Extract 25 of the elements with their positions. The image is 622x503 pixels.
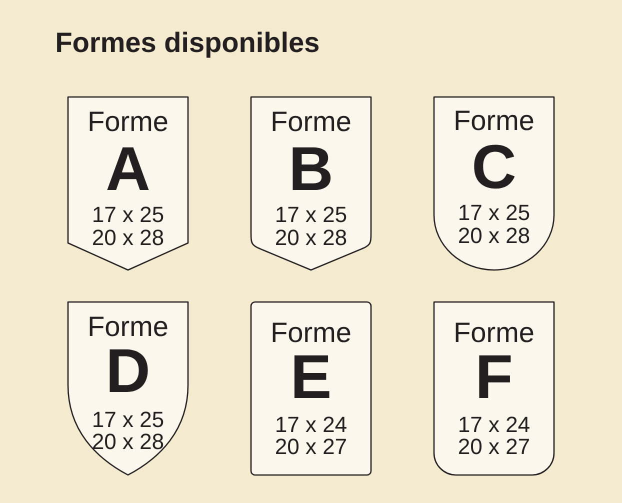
size-text: 20 x 28 [93, 230, 164, 246]
large-letter: C [474, 144, 515, 189]
large-letter: B [292, 147, 331, 190]
card-heading: Forme [456, 322, 534, 342]
large-letter: F [479, 355, 511, 398]
size-text: 17 x 24 [460, 416, 530, 432]
card-heading: Forme [456, 110, 534, 130]
size-text: 20 x 28 [93, 434, 164, 450]
size-text: 17 x 25 [276, 206, 346, 222]
size-text: 20 x 27 [276, 438, 346, 454]
size-text: 17 x 25 [94, 412, 164, 428]
page-title: Formes disponibles [57, 32, 319, 58]
size-text: 17 x 25 [460, 204, 530, 220]
card-heading: Forme [272, 112, 350, 132]
large-letter: E [294, 355, 330, 398]
large-letter: A [107, 147, 149, 190]
size-text: 17 x 24 [276, 416, 346, 432]
card-heading: Forme [90, 112, 168, 132]
card-heading: Forme [272, 322, 350, 342]
size-text: 20 x 27 [459, 438, 529, 454]
size-text: 20 x 28 [459, 228, 530, 244]
large-letter: D [110, 349, 148, 392]
size-text: 17 x 25 [94, 206, 164, 222]
size-text: 20 x 28 [276, 230, 346, 246]
card-heading: Forme [90, 316, 168, 336]
